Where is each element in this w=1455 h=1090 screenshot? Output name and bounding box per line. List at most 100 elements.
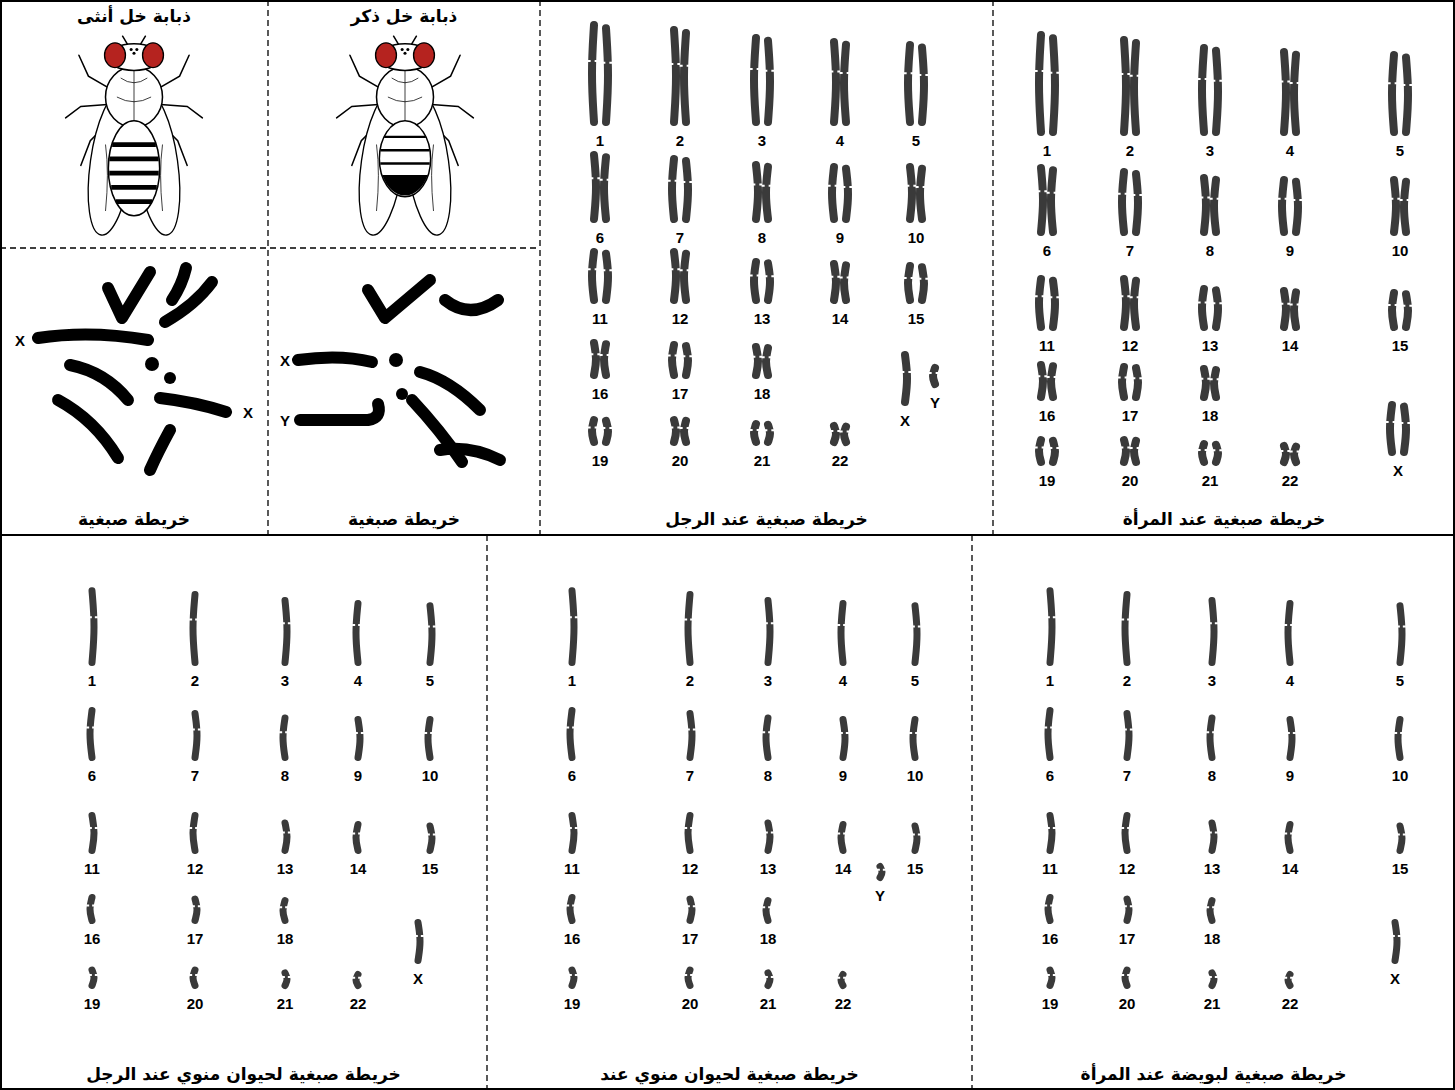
chromatid [1124,40,1126,132]
panel-cell: خريطة صبغية لحيوان منوي عند الرجل [0,535,487,1090]
chromosome [415,923,424,961]
centromere [837,833,846,835]
chromosome [1284,825,1293,851]
chromosome [1284,604,1293,663]
chromosome [192,714,201,758]
chromosome [1209,601,1218,663]
centromere [1209,976,1218,978]
chromosome [1120,40,1139,132]
chromosome [1394,720,1403,758]
centromere [192,728,201,730]
chromosome [1206,718,1215,758]
chromosome [901,355,911,402]
centromere [1212,302,1222,304]
chromosome-number: 14 [835,861,852,876]
centromere [828,185,838,187]
centromere [909,732,918,734]
chromatid [90,711,92,758]
centromere [602,62,612,64]
chromosome-number: 12 [187,861,204,876]
chromosome-number: 14 [1282,338,1299,353]
centromere [569,827,578,829]
centromere [687,905,696,907]
centromere [282,832,291,834]
chromosome [590,155,609,219]
chromosome [1392,923,1401,961]
centromere [762,185,772,187]
chromosome-number: X [413,971,423,986]
chromosome [1200,369,1219,397]
chromosome [1388,55,1413,132]
chromosome [1397,606,1406,663]
chromatid [1050,970,1052,986]
centromere [840,431,850,433]
chromatid [1214,180,1216,232]
chromatid [756,347,758,375]
chromosome-number: 1 [1043,143,1051,158]
chromatid [766,348,768,375]
chromatid [1125,595,1127,663]
chromatid [843,720,845,758]
chromosome [904,266,929,300]
centromere [1394,732,1403,734]
chromosome [837,604,846,663]
centromere [837,624,846,626]
centromere [1130,296,1140,298]
chromatid [1284,52,1286,132]
chromosome [424,720,433,758]
chromatid [1288,604,1290,663]
centromere [1132,194,1142,196]
centromere [830,70,840,72]
centromere [86,727,95,729]
chromosome-number: 10 [908,230,925,245]
chromosome [765,973,774,986]
centromere [89,616,98,618]
centromere [1120,446,1130,448]
chromosome [906,167,925,219]
chromatid [1392,293,1394,327]
chromosome-number: 19 [1039,473,1056,488]
centromere [1397,833,1406,835]
centromere [1402,84,1412,86]
chromosome-number: 20 [672,453,689,468]
centromere [600,354,610,356]
centromere [1130,447,1140,449]
chromosome [765,601,774,663]
centromere [1200,378,1210,380]
chromosome-number: 14 [350,861,367,876]
chromosome-number: 7 [676,230,684,245]
chromosome-number: 21 [760,996,777,1011]
chromosome-number: 8 [1208,768,1216,783]
centromere [352,833,361,835]
chromosome [1397,826,1406,851]
chromatid [418,923,420,961]
centromere [901,371,911,373]
chromosome-number: 4 [836,133,844,148]
chromatid [754,262,756,300]
chromatid [193,595,195,663]
chromosome [566,898,575,921]
chromosome [1037,168,1056,232]
chromosome-number: 3 [281,673,289,688]
chromosome-number: 5 [912,133,920,148]
chromosome [750,38,775,122]
chromosome [1198,48,1223,132]
chromosome [352,975,361,986]
chromosome-number: 1 [596,133,604,148]
chromosome-number: 16 [1039,408,1056,423]
chromatid [1288,825,1290,851]
chromatid [1048,898,1050,921]
centromere [1121,974,1130,976]
centromere [1280,303,1290,305]
centromere [427,833,436,835]
chromosome-letter: Y [280,413,290,428]
chromatid [1400,826,1402,851]
chromosome [588,252,613,300]
chromatid [844,45,846,122]
chromosome-number: Y [875,888,885,903]
chromosome [1198,289,1223,327]
centromere [1198,78,1208,80]
chromosome-number: 18 [754,386,771,401]
chromosome-number: 6 [596,230,604,245]
